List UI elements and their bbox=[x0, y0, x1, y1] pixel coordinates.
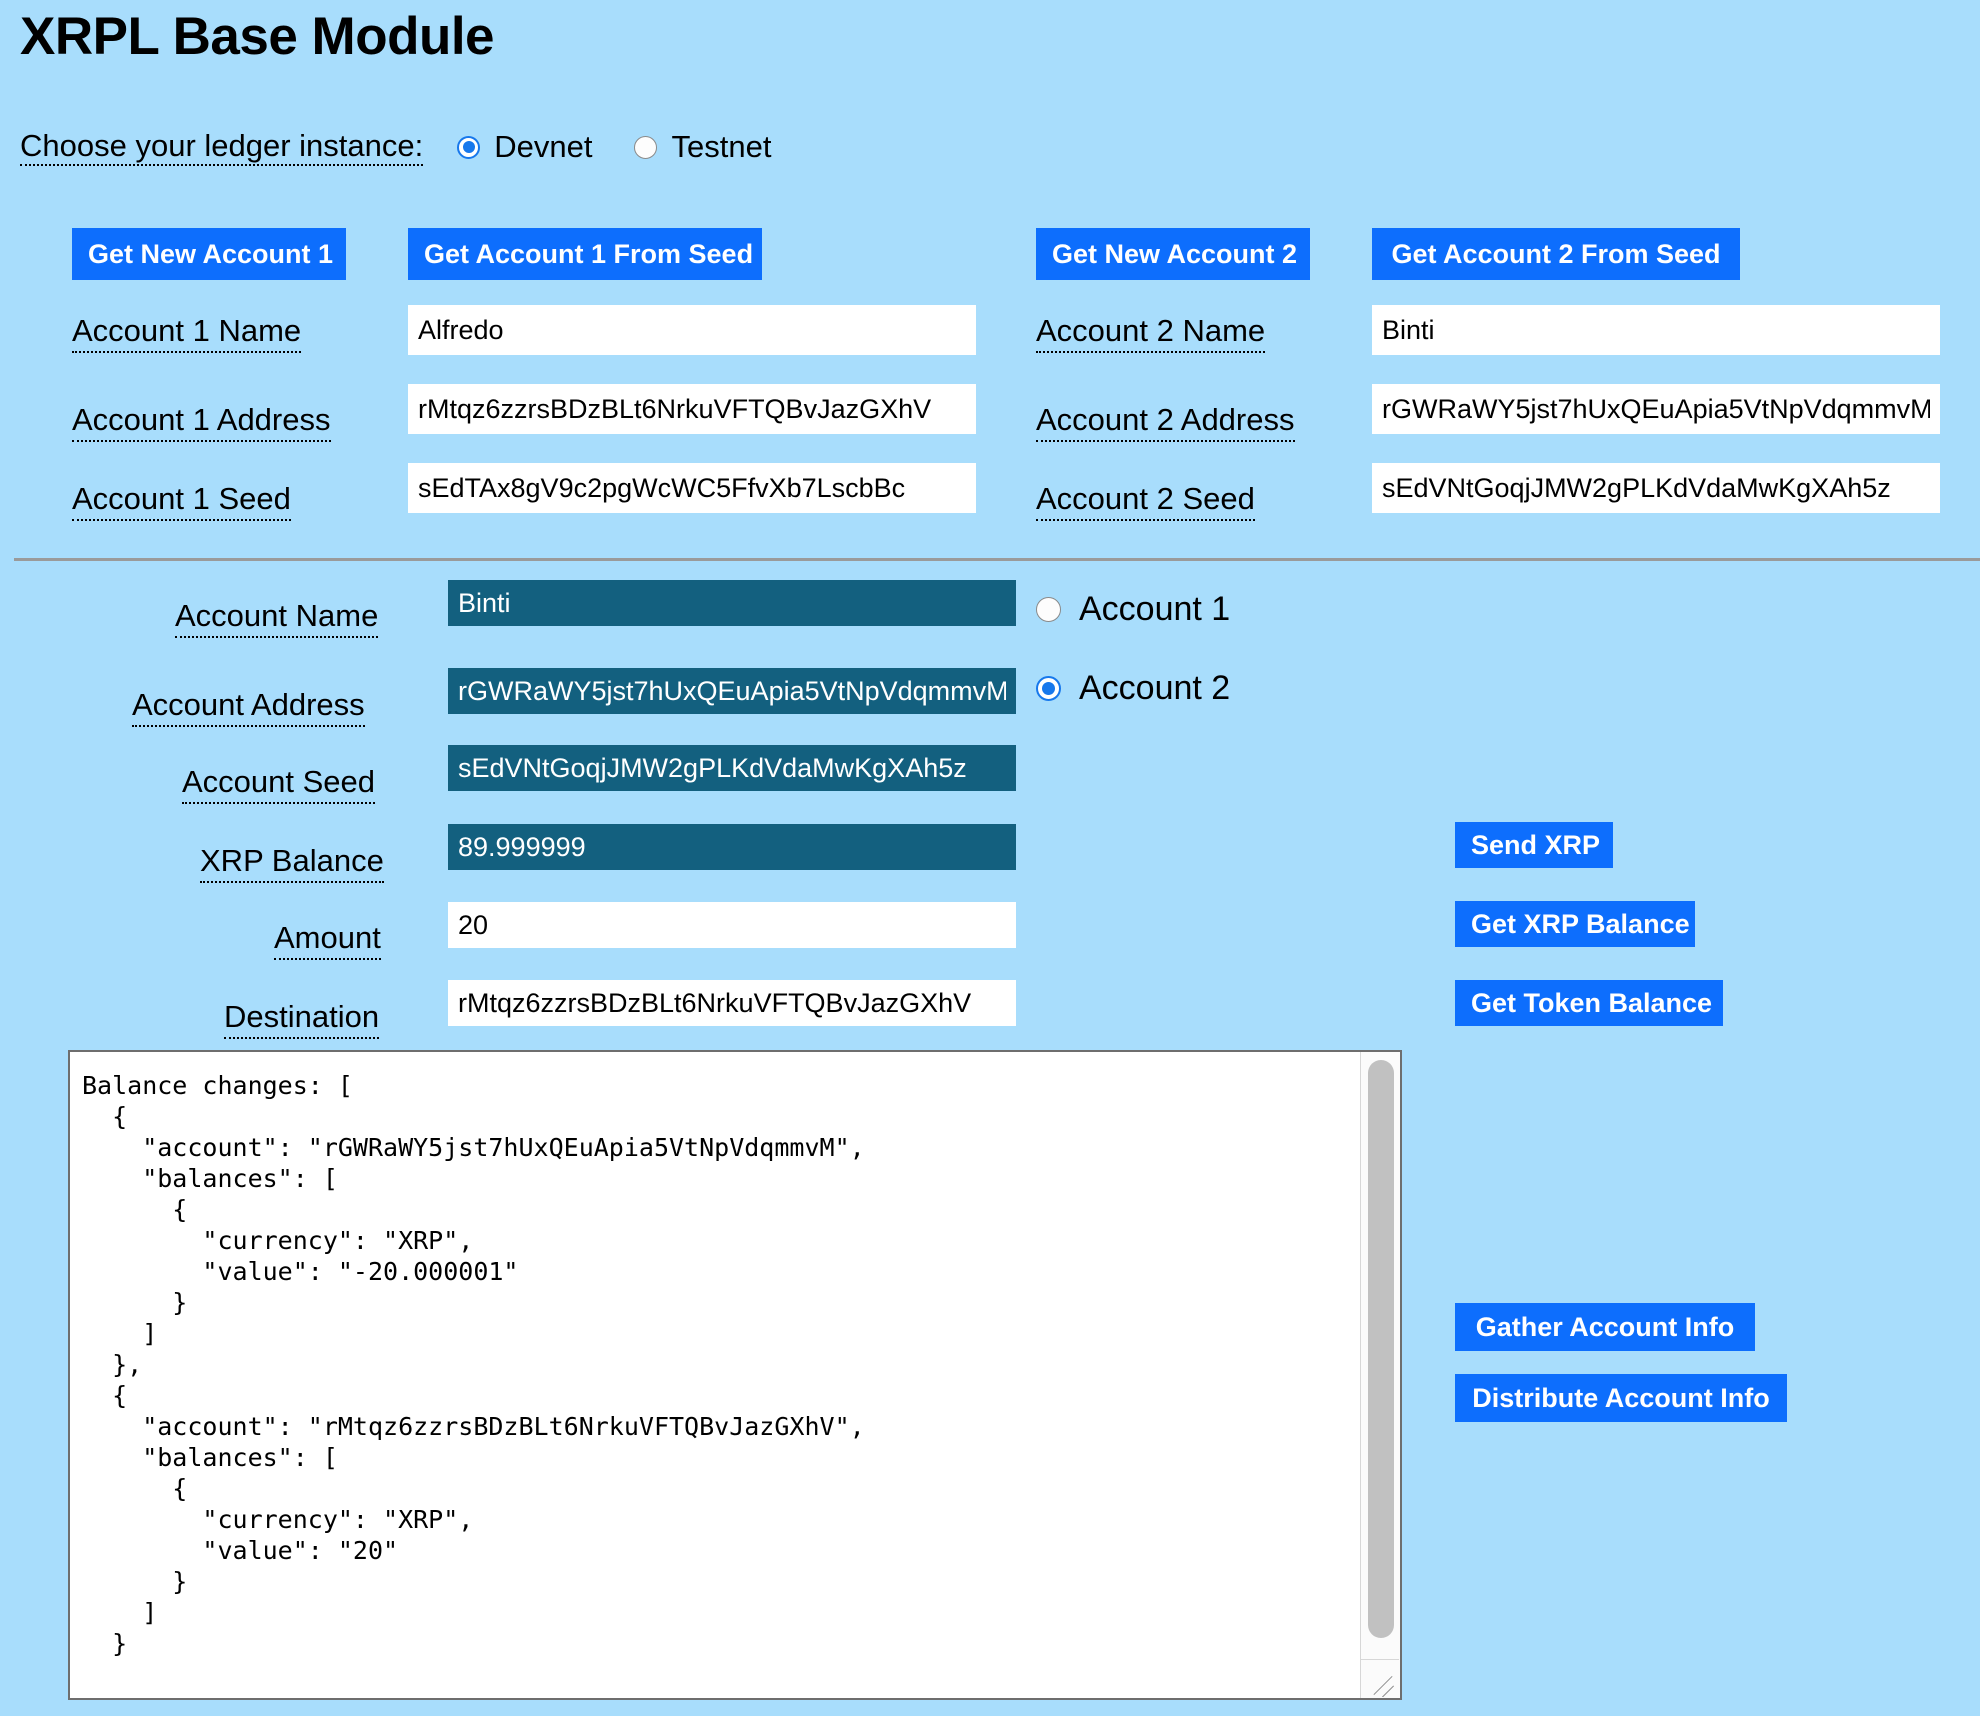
xrp-balance-readonly-input[interactable] bbox=[448, 824, 1016, 870]
distribute-account-info-button[interactable]: Distribute Account Info bbox=[1455, 1374, 1787, 1422]
radio-devnet-label: Devnet bbox=[494, 129, 593, 164]
log-output-textarea[interactable] bbox=[70, 1052, 1360, 1698]
radio-devnet-indicator[interactable] bbox=[457, 135, 481, 159]
page-title: XRPL Base Module bbox=[20, 7, 495, 66]
account-name-label: Account Name bbox=[175, 598, 379, 638]
get-account-2-from-seed-button[interactable]: Get Account 2 From Seed bbox=[1372, 228, 1740, 280]
radio-ledger-devnet[interactable]: Devnet bbox=[457, 129, 592, 165]
account-address-readonly-input[interactable] bbox=[448, 668, 1016, 714]
radio-account-1[interactable]: Account 1 bbox=[1036, 590, 1230, 629]
account-2-name-label: Account 2 Name bbox=[1036, 313, 1266, 353]
radio-account-2-label: Account 2 bbox=[1079, 669, 1231, 707]
account-2-name-input[interactable] bbox=[1372, 305, 1940, 355]
get-token-balance-button[interactable]: Get Token Balance bbox=[1455, 980, 1723, 1026]
radio-testnet-label: Testnet bbox=[671, 129, 772, 164]
account-1-name-input[interactable] bbox=[408, 305, 976, 355]
account-1-seed-label: Account 1 Seed bbox=[72, 481, 291, 521]
radio-ledger-testnet[interactable]: Testnet bbox=[634, 129, 771, 165]
log-scrollbar-thumb[interactable] bbox=[1368, 1060, 1394, 1638]
destination-input[interactable] bbox=[448, 980, 1016, 1026]
get-account-1-from-seed-button[interactable]: Get Account 1 From Seed bbox=[408, 228, 762, 280]
radio-account-1-indicator[interactable] bbox=[1036, 597, 1061, 622]
resize-grip-icon[interactable] bbox=[1361, 1659, 1399, 1697]
get-xrp-balance-button[interactable]: Get XRP Balance bbox=[1455, 901, 1695, 947]
radio-testnet-indicator[interactable] bbox=[634, 135, 658, 159]
account-seed-label: Account Seed bbox=[182, 764, 376, 804]
account-address-label: Account Address bbox=[132, 687, 365, 727]
get-new-account-1-button[interactable]: Get New Account 1 bbox=[72, 228, 346, 280]
amount-input[interactable] bbox=[448, 902, 1016, 948]
account-1-name-label: Account 1 Name bbox=[72, 313, 302, 353]
account-2-address-input[interactable] bbox=[1372, 384, 1940, 434]
send-xrp-button[interactable]: Send XRP bbox=[1455, 822, 1613, 868]
account-name-readonly-input[interactable] bbox=[448, 580, 1016, 626]
section-divider bbox=[14, 558, 1980, 561]
log-scrollbar[interactable] bbox=[1360, 1052, 1400, 1698]
destination-label: Destination bbox=[224, 999, 380, 1039]
ledger-instance-row: Choose your ledger instance: Devnet Test… bbox=[20, 128, 771, 167]
account-2-seed-input[interactable] bbox=[1372, 463, 1940, 513]
log-output-container bbox=[68, 1050, 1402, 1700]
gather-account-info-button[interactable]: Gather Account Info bbox=[1455, 1303, 1755, 1351]
account-1-address-input[interactable] bbox=[408, 384, 976, 434]
radio-account-1-label: Account 1 bbox=[1079, 590, 1231, 628]
radio-account-2[interactable]: Account 2 bbox=[1036, 669, 1230, 708]
amount-label: Amount bbox=[274, 920, 381, 960]
account-2-address-label: Account 2 Address bbox=[1036, 402, 1295, 442]
account-1-address-label: Account 1 Address bbox=[72, 402, 331, 442]
radio-account-2-indicator[interactable] bbox=[1036, 676, 1061, 701]
account-2-seed-label: Account 2 Seed bbox=[1036, 481, 1255, 521]
get-new-account-2-button[interactable]: Get New Account 2 bbox=[1036, 228, 1310, 280]
xrp-balance-label: XRP Balance bbox=[200, 843, 384, 883]
account-1-seed-input[interactable] bbox=[408, 463, 976, 513]
ledger-instance-label: Choose your ledger instance: bbox=[20, 128, 424, 167]
account-seed-readonly-input[interactable] bbox=[448, 745, 1016, 791]
